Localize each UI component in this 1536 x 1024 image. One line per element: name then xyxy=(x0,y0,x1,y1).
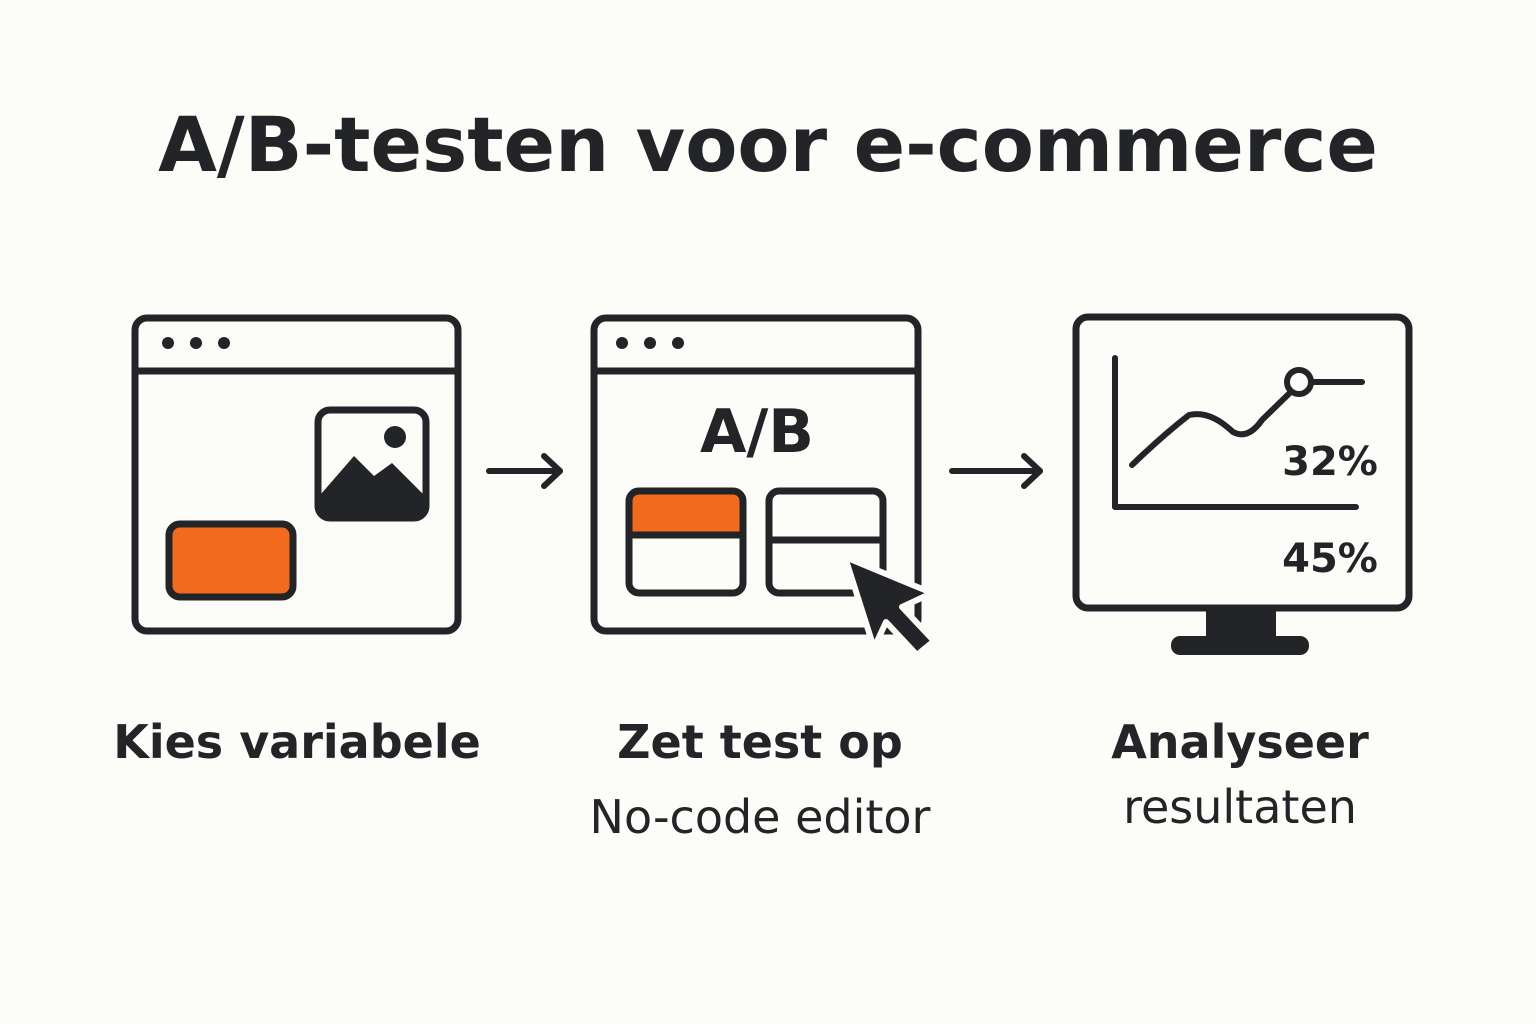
step-2-sublabel: No-code editor xyxy=(589,790,931,844)
arrow-right-icon xyxy=(486,453,563,489)
variant-a-card xyxy=(625,487,747,597)
step-2-label: Zet test op xyxy=(617,715,903,769)
image-icon xyxy=(314,406,430,522)
step-2-browser-icon xyxy=(590,314,922,635)
step-1-label: Kies variabele xyxy=(113,715,481,769)
monitor-icon xyxy=(1072,313,1413,655)
page-title: A/B-testen voor e-commerce xyxy=(158,100,1378,189)
step-3-sublabel: resultaten xyxy=(1123,780,1357,834)
ab-badge: A/B xyxy=(700,397,814,467)
step-1-window-dots xyxy=(162,337,230,349)
step-2-window-dots xyxy=(616,337,684,349)
stat-value-1: 32% xyxy=(1282,439,1378,485)
arrow-right-icon xyxy=(949,453,1043,489)
cursor-icon xyxy=(842,554,937,658)
stat-value-2: 45% xyxy=(1282,536,1378,582)
line-chart-icon xyxy=(1112,355,1365,510)
step-3-label: Analyseer xyxy=(1111,715,1369,769)
variant-b-card xyxy=(765,487,887,597)
orange-button-variable xyxy=(165,520,297,601)
